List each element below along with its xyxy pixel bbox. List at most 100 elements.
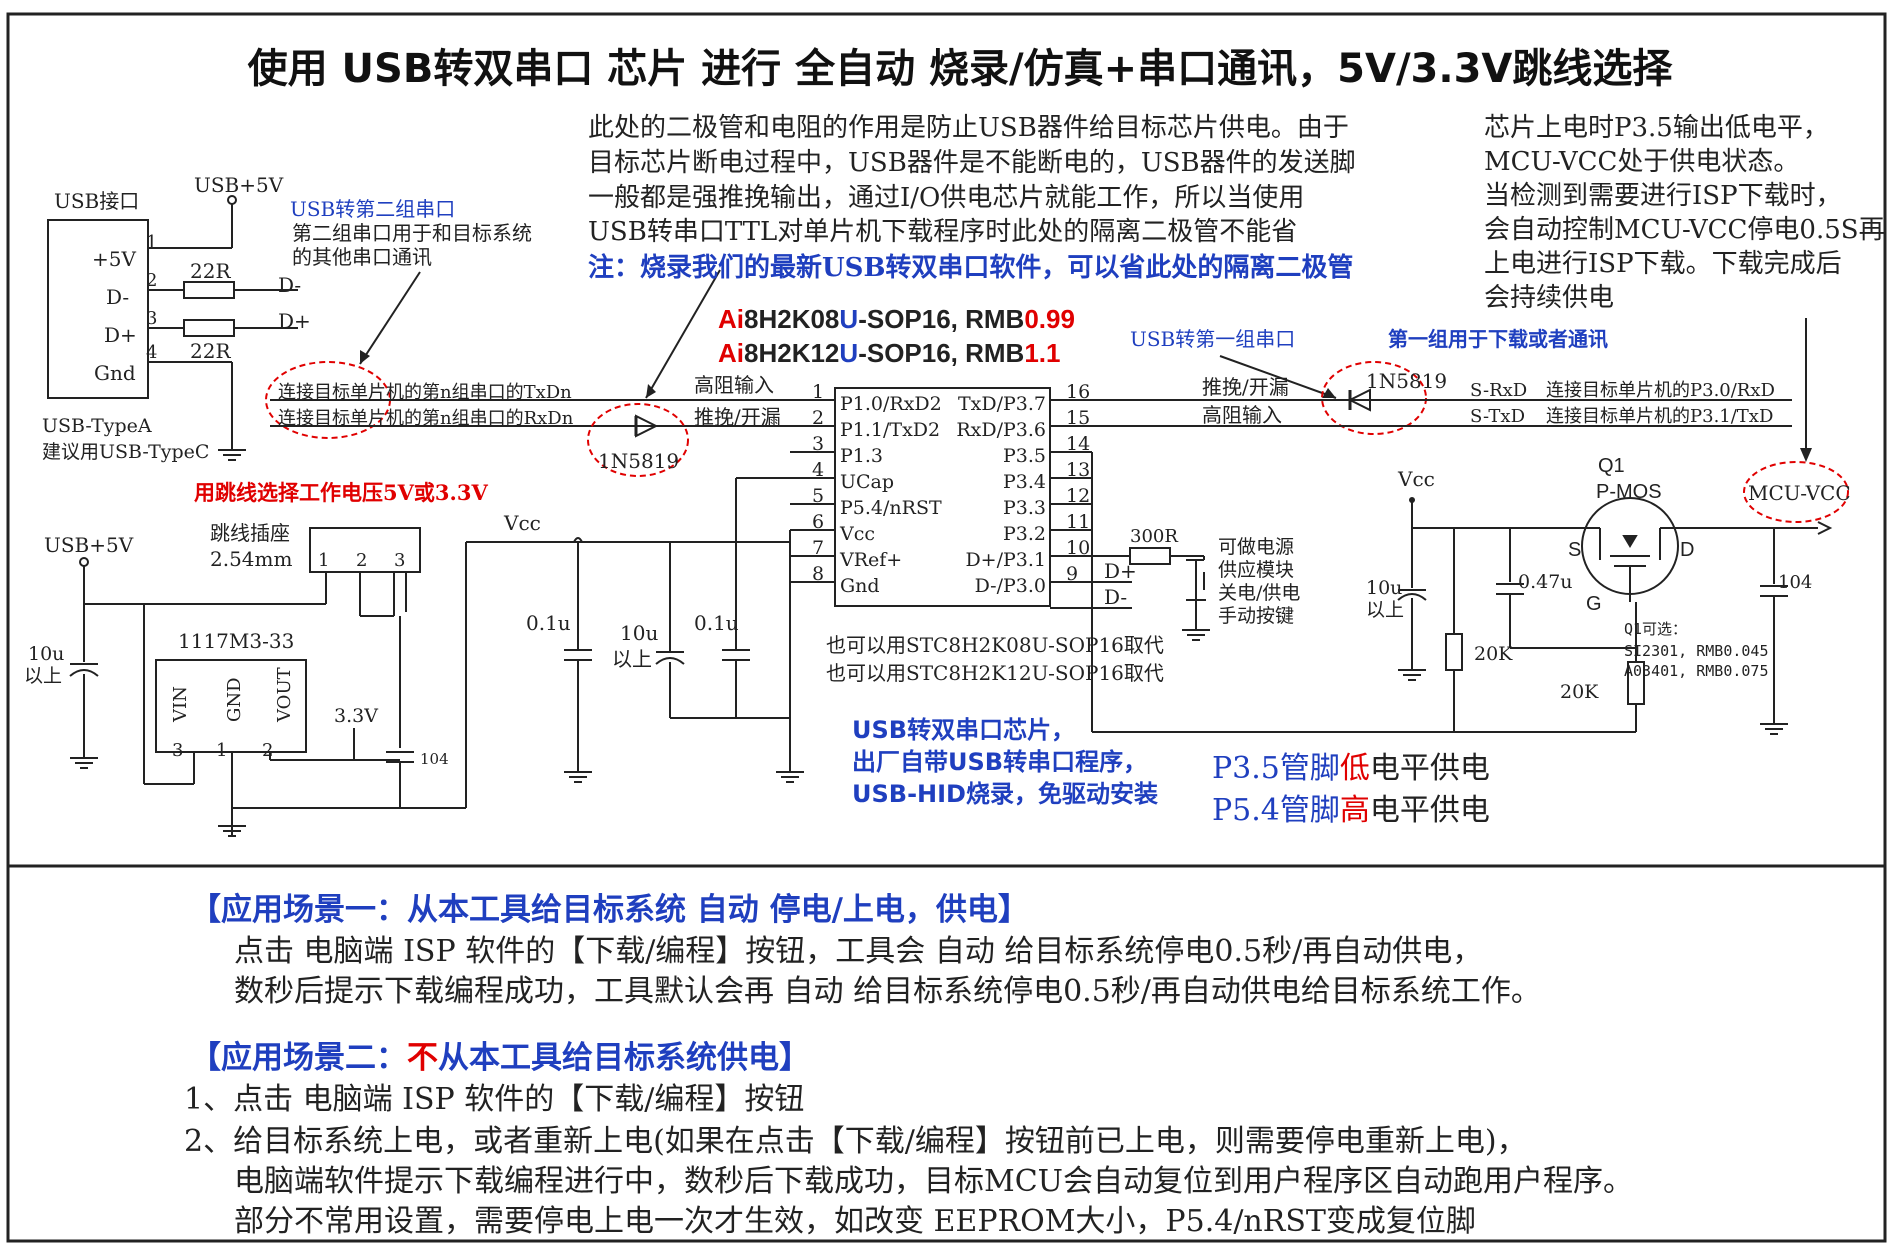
- chip-pin-3-name: P1.3: [840, 445, 883, 467]
- mos-c104-label: 104: [1778, 572, 1812, 593]
- chip-pin-10-num: 10: [1066, 537, 1090, 559]
- scene-2-line-4: 部分不常用设置，需要停电上电一次才生效，如改变 EEPROM大小，P5.4/nR…: [234, 1204, 1476, 1239]
- scene-1-title: 【应用场景一：从本工具给目标系统 自动 停电/上电，供电】: [190, 892, 1029, 928]
- usb-supply-label: USB+5V: [194, 173, 284, 197]
- first-uart-desc: 第一组用于下载或者通讯: [1388, 327, 1608, 351]
- power-c104-label: 104: [420, 750, 449, 768]
- c01a-label: 0.1u: [526, 611, 571, 635]
- mos-c10u-label: 10u: [1366, 577, 1402, 599]
- usb-r1-label: 22R: [190, 259, 231, 283]
- chip-pin-1-num: 1: [812, 381, 824, 403]
- chip-pin-5-name: P5.4/nRST: [840, 497, 942, 519]
- mcu-note-line-3: 当检测到需要进行ISP下载时，: [1484, 181, 1842, 211]
- diode-d2: [1340, 388, 1371, 412]
- usb-connector-title: USB接口: [54, 189, 139, 213]
- mos-gate-label: G: [1586, 593, 1602, 615]
- pmos-label: P-MOS: [1596, 481, 1662, 503]
- usb-pin-1-num: 1: [146, 232, 157, 253]
- scene-2-line-3: 电脑端软件提示下载编程进行中，数秒后下载成功，目标MCU会自动复位到用户程序区自…: [234, 1164, 1633, 1199]
- chip-pin-15-num: 15: [1066, 407, 1090, 429]
- chip-pin-4-name: UCap: [840, 471, 894, 493]
- first-uart-rxd-conn: 连接目标单片机的P3.0/RxD: [1546, 380, 1775, 401]
- c10u-b-label-2: 以上: [612, 647, 652, 671]
- chip-pin-6-name: Vcc: [839, 523, 875, 545]
- usb-type-a-label: USB-TypeA: [42, 415, 152, 437]
- ldo-pin-3: 3: [172, 740, 183, 761]
- usb-pin-3-num: 3: [146, 308, 157, 329]
- jumper-header-label-2: 2.54mm: [210, 547, 292, 571]
- chip-pin-10-name: D+/P3.1: [965, 549, 1046, 571]
- chip-model-a: Ai8H2K08U-SOP16, RMB0.99: [718, 304, 1075, 334]
- usb-pin-2-num: 2: [146, 270, 157, 291]
- r300-label: 300R: [1130, 526, 1178, 547]
- mos-source-label: S: [1568, 539, 1581, 561]
- c01b-label: 0.1u: [694, 611, 739, 635]
- usb-pin-4-num: 4: [146, 342, 157, 363]
- usb-chip-note-2: 出厂自带USB转串口程序，: [852, 748, 1147, 776]
- button-note-1: 可做电源: [1218, 536, 1294, 558]
- diode-note-line-4: USB转串口TTL对单片机下载程序时此处的隔离二极管不能省: [588, 217, 1297, 247]
- diode-note-line-2: 目标芯片断电过程中，USB器件是不能断电的，USB器件的发送脚: [588, 148, 1356, 178]
- usb-pin-2-name: D-: [106, 285, 129, 309]
- chip-model-b: Ai8H2K12U-SOP16, RMB1.1: [718, 338, 1061, 368]
- chip-pin-2-num: 2: [812, 407, 824, 429]
- diode-d1: [622, 414, 666, 438]
- chip-pin-1-name: P1.0/RxD2: [840, 393, 942, 415]
- chip-pin-16-name: TxD/P3.7: [958, 393, 1046, 415]
- chip-pin-11-name: P3.2: [1003, 523, 1046, 545]
- mcu-note-line-5: 上电进行ISP下载。下载完成后: [1484, 249, 1842, 279]
- scene-2-title: 【应用场景二：不从本工具给目标系统供电】: [190, 1040, 810, 1076]
- chip-pin-14-num: 14: [1066, 433, 1090, 455]
- second-uart-title: USB转第二组串口: [290, 197, 455, 221]
- chip-pin-11-num: 11: [1066, 511, 1090, 533]
- first-uart-srxd: S-RxD: [1470, 380, 1527, 401]
- mos-drain-label: D: [1680, 539, 1694, 561]
- c10u-b-label: 10u: [620, 621, 658, 645]
- button-note-2: 供应模块: [1218, 559, 1294, 581]
- chip-pin-4-num: 4: [812, 459, 824, 481]
- second-uart-desc-2: 的其他串口通讯: [292, 245, 432, 269]
- diode-d1-label: 1N5819: [598, 449, 679, 473]
- chip-left-mode-1: 高阻输入: [694, 373, 774, 397]
- chip-pin-7-num: 7: [812, 537, 824, 559]
- chip-alt-2: 也可以用STC8H2K12U-SOP16取代: [826, 661, 1164, 685]
- button-note-3: 关电/供电: [1218, 582, 1300, 604]
- header-pin-3: 3: [394, 550, 405, 571]
- diode-d2-label: 1N5819: [1366, 369, 1447, 393]
- q-alt-2: A03401, RMB0.075: [1624, 662, 1769, 680]
- p30-dminus-label: D-: [1104, 585, 1127, 609]
- chip-pin-14-name: P3.5: [1003, 445, 1046, 467]
- chip-pin-6-num: 6: [812, 511, 824, 533]
- q1-label: Q1: [1598, 455, 1625, 477]
- ldo-vin: VIN: [170, 686, 191, 723]
- scene-1-line-1: 点击 电脑端 ISP 软件的【下载/编程】按钮，工具会 自动 给目标系统停电0.…: [234, 934, 1483, 969]
- jumper-header-label-1: 跳线插座: [210, 521, 290, 545]
- mcu-chip-body: [834, 387, 1051, 607]
- outer-frame: [6, 12, 1887, 1243]
- mcu-vcc-ellipse: [1743, 461, 1849, 523]
- chip-pin-15-name: RxD/P3.6: [956, 419, 1046, 441]
- ldo-pin-2: 2: [262, 740, 273, 761]
- mos-c047-label: 0.47u: [1518, 571, 1573, 593]
- usb-pin-1-name: +5V: [92, 247, 136, 271]
- chip-pin-16-num: 16: [1066, 381, 1090, 403]
- chip-alt-1: 也可以用STC8H2K08U-SOP16取代: [826, 633, 1164, 657]
- first-uart-txd-conn: 连接目标单片机的P3.1/TxD: [1546, 406, 1773, 427]
- usb-type-c-label: 建议用USB-TypeC: [42, 441, 209, 463]
- power-c10u-label: 10u: [28, 643, 64, 665]
- header-pin-1: 1: [318, 550, 329, 571]
- first-uart-title: USB转第一组串口: [1130, 327, 1295, 351]
- diode-note-line-1: 此处的二极管和电阻的作用是防止USB器件给目标芯片供电。由于: [588, 113, 1349, 143]
- diode-d2-ellipse: [1321, 361, 1427, 435]
- chip-pin-8-num: 8: [812, 563, 824, 585]
- chip-pin-8-name: Gnd: [840, 575, 880, 597]
- first-uart-push-pull: 推挽/开漏: [1202, 375, 1289, 399]
- q-alt-1: SI2301, RMB0.045: [1624, 642, 1769, 660]
- diode-note-line-3: 一般都是强推挽输出，通过I/O供电芯片就能工作，所以当使用: [588, 183, 1304, 213]
- v33-label: 3.3V: [334, 705, 378, 727]
- chip-pin-3-num: 3: [812, 433, 824, 455]
- mos-c10u-label-2: 以上: [1366, 599, 1404, 621]
- ldo-pin-1: 1: [216, 740, 227, 761]
- chip-pin-9-name: D-/P3.0: [975, 575, 1046, 597]
